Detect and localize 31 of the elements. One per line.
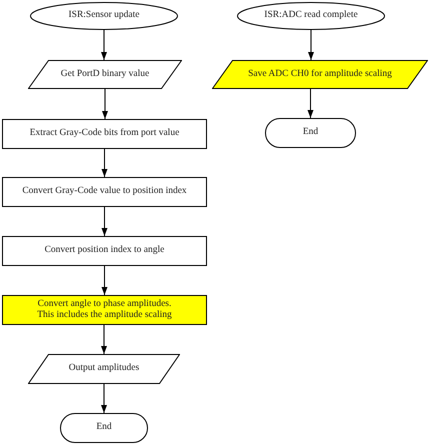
node-label: Convert Gray-Code value to position index: [22, 186, 187, 198]
node-label: End: [302, 127, 318, 139]
node-label: Save ADC CH0 for amplitude scaling: [248, 68, 392, 80]
io-parallelogram: [28, 354, 180, 384]
process-box: [2, 177, 207, 207]
node-label: End: [96, 422, 112, 434]
arrow: [102, 88, 108, 120]
terminator-capsule: [60, 413, 148, 443]
node-label: Extract Gray-Code bits from port value: [30, 128, 180, 140]
arrow: [308, 30, 314, 60]
node-label: ISR:Sensor update: [68, 10, 140, 22]
io-parallelogram: [28, 60, 182, 89]
arrow: [102, 206, 108, 236]
arrow: [101, 30, 107, 60]
node-label: Get PortD binary value: [60, 68, 150, 80]
arrow: [308, 88, 314, 118]
node-label: ISR:ADC read complete: [264, 10, 358, 22]
terminator-capsule: [265, 118, 356, 148]
arrow: [102, 148, 108, 178]
node-label: Output amplitudes: [68, 363, 140, 375]
arrow: [101, 324, 107, 354]
process-box: [2, 295, 207, 325]
arrow: [101, 384, 107, 414]
process-box: [2, 236, 207, 266]
arrow: [102, 266, 108, 296]
node-label: Convert angle to phase amplitudes. This includes the amplitude scaling: [37, 298, 172, 322]
io-parallelogram: [212, 60, 428, 89]
process-box: [2, 119, 207, 149]
node-label: Convert position index to angle: [44, 245, 164, 257]
terminator-oval: [30, 2, 178, 30]
terminator-oval: [237, 2, 385, 30]
